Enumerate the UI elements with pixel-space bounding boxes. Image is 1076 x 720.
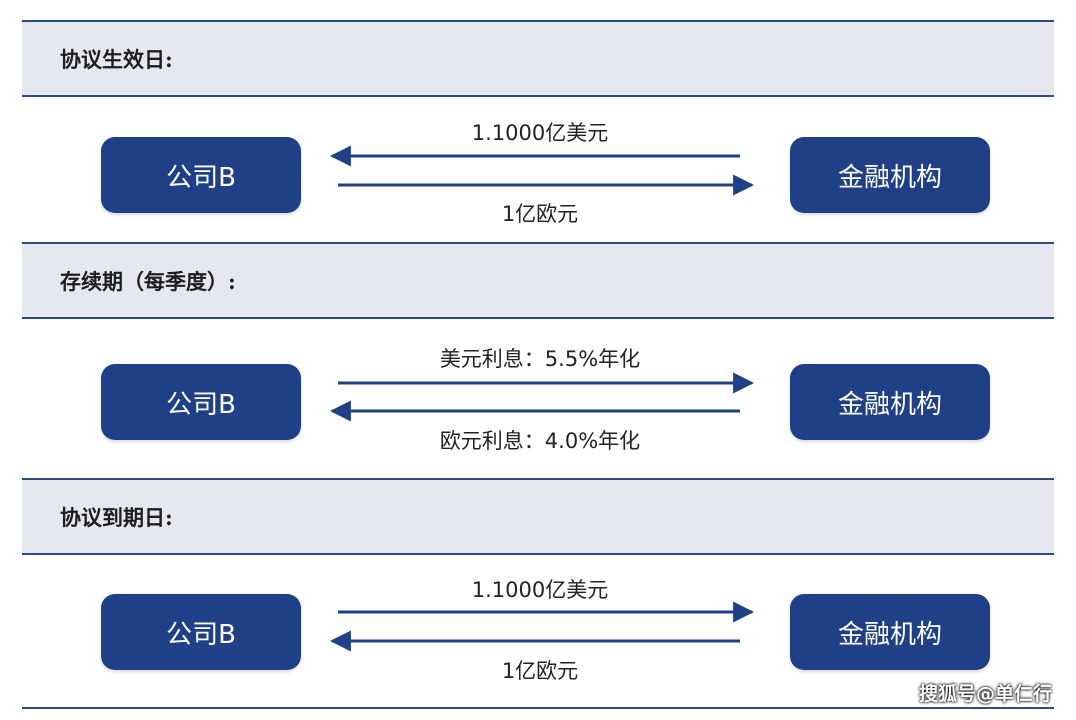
party-box-company-b: 公司B [101, 137, 301, 213]
section-title: 存续期（每季度）: [60, 268, 236, 294]
section-title: 协议生效日: [60, 46, 173, 72]
section-header-maturity-date: 协议到期日: [22, 478, 1054, 555]
flow-label-upper: 1.1000亿美元 [471, 578, 609, 602]
section-header-duration: 存续期（每季度）: [22, 242, 1054, 319]
party-box-financial-institution: 金融机构 [790, 364, 990, 440]
watermark: 搜狐号@单仁行 [918, 683, 1052, 705]
party-box-financial-institution: 金融机构 [790, 137, 990, 213]
flow-label-lower: 欧元利息：4.0%年化 [439, 429, 641, 453]
bottom-divider [22, 707, 1054, 709]
party-box-company-b: 公司B [101, 594, 301, 670]
section-header-effective-date: 协议生效日: [22, 20, 1054, 97]
party-box-financial-institution: 金融机构 [790, 594, 990, 670]
flow-label-upper: 1.1000亿美元 [471, 121, 609, 145]
flow-label-lower: 1亿欧元 [501, 202, 579, 226]
party-box-company-b: 公司B [101, 364, 301, 440]
flow-label-upper: 美元利息：5.5%年化 [439, 347, 641, 371]
section-title: 协议到期日: [60, 504, 173, 530]
flow-label-lower: 1亿欧元 [501, 659, 579, 683]
